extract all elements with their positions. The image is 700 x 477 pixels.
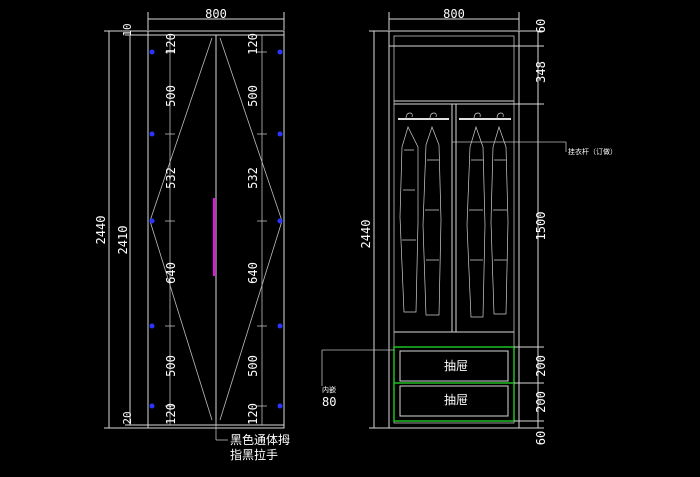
left-width-label: 800	[205, 7, 227, 21]
left-inner-height-label: 2410	[116, 226, 130, 255]
drawer-front-2	[399, 385, 509, 417]
right-segment-labels: 60 348 1500 200 200 60	[534, 19, 548, 445]
hinge-marker	[277, 323, 283, 329]
hinge-segment-label: 500	[246, 85, 260, 107]
left-hinge-ticks	[165, 51, 175, 407]
left-top-gap-label: 10	[121, 23, 134, 36]
handle-note-line2: 指黑拉手	[230, 447, 278, 462]
drawer-label-1: 抽屉	[444, 359, 468, 373]
right-width-label: 800	[443, 7, 465, 21]
drawer-front-1	[399, 350, 509, 382]
garment	[466, 112, 486, 318]
drawer-label-2: 抽屉	[444, 393, 468, 407]
segment-label: 200	[534, 355, 548, 377]
right-hinge-ticks	[257, 51, 267, 407]
garments	[399, 112, 509, 318]
segment-label: 1500	[534, 212, 548, 241]
hinge-segment-label: 120	[246, 33, 260, 55]
hinge-marker	[277, 218, 283, 224]
hinge-segment-label: 532	[164, 167, 178, 189]
drawer-stack: 抽屉 抽屉	[393, 346, 515, 422]
hinge-segment-label: 120	[246, 403, 260, 425]
right-hinge-labels: 120 500 532 640 500 120	[246, 33, 260, 425]
hinge-markers	[149, 49, 283, 409]
inset-value: 80	[322, 395, 336, 409]
rail-note: 挂衣杆（订做）	[568, 147, 617, 156]
right-cabinet-inner	[393, 35, 515, 424]
hinge-marker	[277, 131, 283, 137]
hinge-segment-label: 500	[164, 85, 178, 107]
segment-label: 348	[534, 61, 548, 83]
left-view: 800 2440 2410 10 20	[94, 7, 290, 462]
hinge-marker	[149, 131, 155, 137]
hinge-segment-label: 640	[164, 262, 178, 284]
left-overall-height-label: 2440	[94, 216, 108, 245]
left-bottom-gap-label: 20	[121, 411, 134, 424]
hinge-segment-label: 120	[164, 403, 178, 425]
segment-label: 200	[534, 391, 548, 413]
hinge-segment-label: 500	[164, 355, 178, 377]
hinge-marker	[149, 403, 155, 409]
segment-label: 60	[534, 19, 548, 33]
hinge-marker	[149, 323, 155, 329]
handle-note-line1: 黑色通体拇	[230, 433, 290, 447]
hinge-marker	[149, 218, 155, 224]
left-door-swing-lines	[149, 37, 213, 421]
inset-note: 内嵌	[322, 385, 336, 394]
hinge-marker	[277, 403, 283, 409]
hinge-marker	[277, 49, 283, 55]
garment	[399, 112, 419, 313]
drawer-outline	[393, 346, 515, 422]
right-segment-ticks	[514, 30, 544, 429]
hinge-segment-label: 640	[246, 262, 260, 284]
right-view: 800 2440	[321, 7, 617, 445]
garment	[490, 112, 509, 315]
hinge-segment-label: 532	[246, 167, 260, 189]
left-hinge-labels: 120 500 532 640 500 120	[164, 33, 178, 425]
hinge-marker	[149, 49, 155, 55]
segment-label: 60	[534, 431, 548, 445]
garment	[422, 112, 442, 316]
hinge-segment-label: 500	[246, 355, 260, 377]
right-cabinet-outline	[388, 30, 520, 429]
right-overall-height-label: 2440	[359, 220, 373, 249]
hinge-segment-label: 120	[164, 33, 178, 55]
